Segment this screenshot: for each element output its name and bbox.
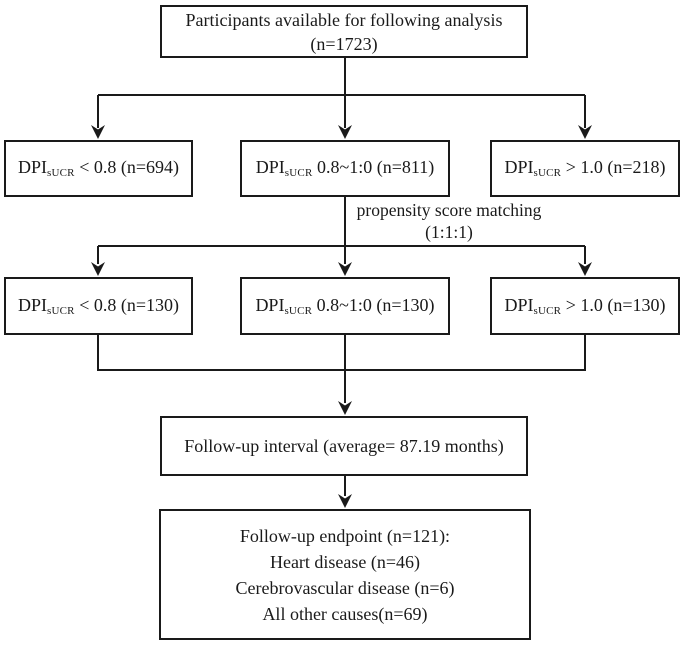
dpi-prefix: DPI	[17, 157, 47, 177]
dpi-subscript: sUCR	[284, 304, 313, 317]
group-label: DPIsUCR > 1.0 (n=218)	[504, 155, 665, 182]
box-row1-dpi-mid: DPIsUCR 0.8~1:0 (n=811)	[240, 140, 450, 197]
dpi-rest: 0.8~1:0 (n=811)	[312, 157, 435, 177]
endpoint-other-causes: All other causes(n=69)	[262, 603, 428, 624]
dpi-prefix: DPI	[17, 294, 47, 315]
arrowhead-down-icon	[338, 262, 352, 276]
matching-ratio: (1:1:1)	[425, 222, 473, 242]
dpi-rest: < 0.8 (n=694)	[74, 157, 179, 177]
dpi-subscript: sUCR	[47, 304, 75, 317]
participants-line1: Participants available for following ana…	[185, 9, 503, 30]
dpi-prefix: DPI	[504, 294, 534, 315]
dpi-subscript: sUCR	[533, 304, 562, 317]
dpi-subscript: sUCR	[533, 167, 562, 179]
arrowhead-down-icon	[338, 125, 352, 139]
matching-line1: propensity score matching	[356, 200, 542, 220]
box-row1-dpi-low: DPIsUCR < 0.8 (n=694)	[4, 140, 193, 197]
label-propensity-matching: propensity score matching (1:1:1)	[350, 199, 548, 243]
group-label: DPIsUCR 0.8~1:0 (n=811)	[256, 155, 434, 182]
dpi-prefix: DPI	[255, 294, 285, 315]
dpi-rest: < 0.8 (n=130)	[74, 294, 179, 315]
arrowhead-down-icon	[338, 494, 352, 508]
box-followup-endpoint: Follow-up endpoint (n=121): Heart diseas…	[159, 509, 531, 640]
arrowhead-down-icon	[91, 262, 105, 276]
group-label: DPIsUCR < 0.8 (n=130)	[18, 293, 179, 320]
box-row1-dpi-high: DPIsUCR > 1.0 (n=218)	[490, 140, 680, 197]
arrowhead-down-icon	[578, 125, 592, 139]
dpi-rest: > 1.0 (n=130)	[561, 294, 666, 315]
endpoint-title: Follow-up endpoint (n=121):	[239, 525, 451, 546]
endpoint-heart-disease: Heart disease (n=46)	[269, 551, 421, 572]
dpi-rest: > 1.0 (n=218)	[561, 157, 666, 177]
box-row2-dpi-low: DPIsUCR < 0.8 (n=130)	[4, 277, 193, 335]
arrowhead-down-icon	[338, 401, 352, 415]
endpoint-cerebrovascular: Cerebrovascular disease (n=6)	[235, 577, 455, 598]
box-row2-dpi-high: DPIsUCR > 1.0 (n=130)	[490, 277, 680, 335]
arrowhead-down-icon	[91, 125, 105, 139]
box-row2-dpi-mid: DPIsUCR 0.8~1:0 (n=130)	[240, 277, 450, 335]
box-participants: Participants available for following ana…	[160, 5, 528, 58]
interval-text: Follow-up interval (average= 87.19 month…	[184, 436, 504, 456]
box-followup-interval: Follow-up interval (average= 87.19 month…	[160, 416, 528, 476]
participants-count: (n=1723)	[310, 33, 378, 54]
group-label: DPIsUCR > 1.0 (n=130)	[504, 293, 665, 320]
dpi-rest: 0.8~1:0 (n=130)	[312, 294, 435, 315]
group-label: DPIsUCR < 0.8 (n=694)	[18, 155, 179, 182]
dpi-subscript: sUCR	[284, 167, 313, 179]
group-label: DPIsUCR 0.8~1:0 (n=130)	[255, 293, 434, 320]
dpi-prefix: DPI	[504, 157, 534, 177]
arrowhead-down-icon	[578, 262, 592, 276]
dpi-prefix: DPI	[255, 157, 285, 177]
dpi-subscript: sUCR	[47, 167, 75, 179]
